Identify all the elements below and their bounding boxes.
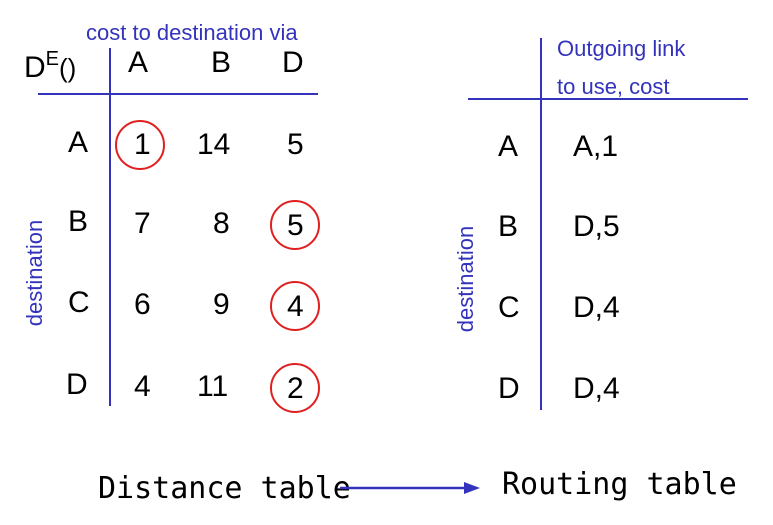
- min-cost-highlight-circle: [270, 200, 320, 250]
- dest-row-label: D: [66, 368, 88, 401]
- via-column-B: B: [211, 46, 232, 79]
- routing-header-line1: Outgoing link: [557, 36, 686, 61]
- cost-cell: 9: [213, 288, 230, 321]
- cost-cell: 6: [134, 288, 151, 321]
- routing-table-column-divider: [540, 38, 542, 410]
- route-dest-label: A: [498, 130, 519, 163]
- cost-cell: 11: [197, 370, 229, 403]
- distance-destination-label: destination: [22, 219, 47, 327]
- routing-destination-label: destination: [453, 225, 478, 333]
- via-column-A: A: [128, 46, 149, 79]
- route-dest-label: B: [498, 210, 519, 243]
- routing-table-header-divider: [468, 98, 748, 100]
- routing-table-caption: Routing table: [502, 467, 737, 502]
- cost-cell: 5: [287, 128, 304, 161]
- distance-table-caption: Distance table: [98, 471, 351, 506]
- route-entry: D,5: [573, 210, 620, 243]
- arrow-icon: [340, 482, 480, 494]
- min-cost-highlight-circle: [270, 281, 320, 331]
- dest-row-label: B: [68, 205, 89, 238]
- cost-cell: 8: [213, 207, 230, 240]
- title-paren: (): [59, 53, 77, 83]
- dest-row-label: C: [68, 286, 90, 319]
- distance-table-title: DE(): [24, 44, 76, 83]
- title-superscript: E: [45, 48, 60, 70]
- distance-table-header-divider: [38, 93, 318, 95]
- min-cost-highlight-circle: [270, 363, 320, 413]
- route-entry: A,1: [573, 130, 619, 163]
- min-cost-highlight-circle: [115, 120, 165, 170]
- cost-cell: 4: [134, 370, 151, 403]
- route-dest-label: D: [498, 372, 520, 405]
- title-letter: D: [24, 51, 46, 84]
- route-entry: D,4: [573, 291, 620, 324]
- via-column-D: D: [282, 46, 304, 79]
- route-dest-label: C: [498, 291, 520, 324]
- cost-cell: 14: [197, 128, 231, 161]
- via-header-caption: cost to destination via: [86, 20, 298, 45]
- routing-header-line2: to use, cost: [557, 74, 670, 99]
- dest-row-label: A: [68, 126, 89, 159]
- route-entry: D,4: [573, 372, 620, 405]
- cost-cell: 7: [134, 207, 151, 240]
- distance-table-column-divider: [109, 48, 111, 406]
